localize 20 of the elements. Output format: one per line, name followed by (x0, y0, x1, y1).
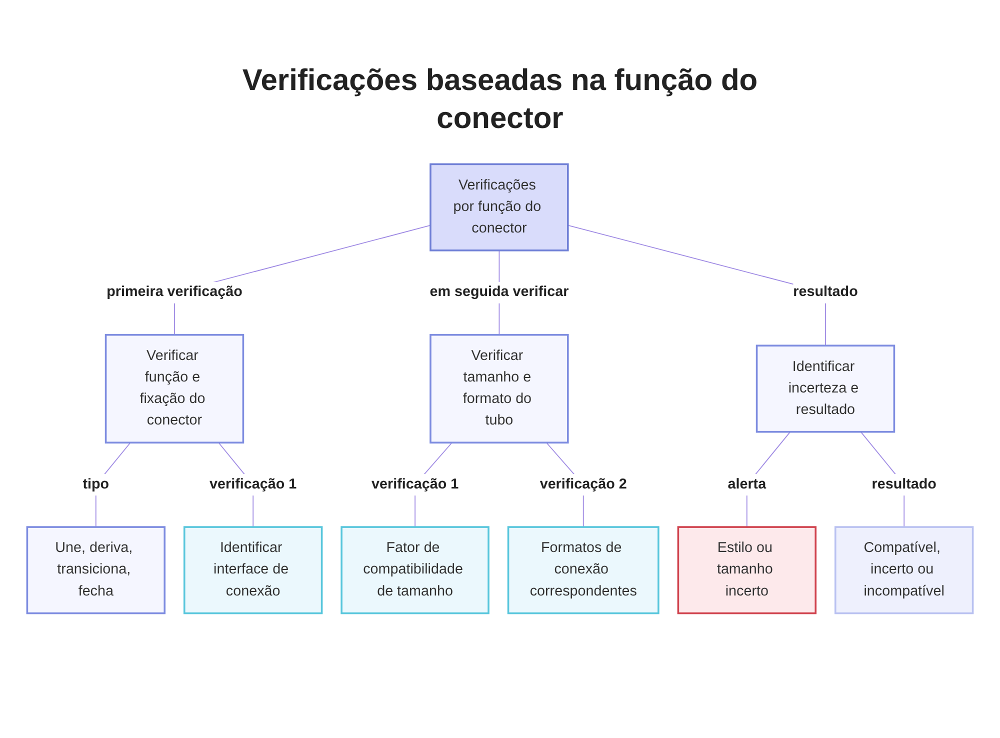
edge-label: verificação 1 (210, 474, 297, 496)
process-box: Formatos de conexão correspondentes (507, 526, 660, 614)
edge-label: em seguida verificar (430, 282, 569, 304)
process-box: Verificações por função do conector (430, 163, 569, 252)
edge-label: alerta (728, 474, 766, 496)
diagram-title: Verificações baseadas na função do conector (241, 63, 759, 136)
process-box: Identificar incerteza e resultado (756, 344, 896, 433)
process-box: Fator de compatibilidade de tamanho (340, 526, 490, 614)
process-box: Compatível, incerto ou incompatível (834, 526, 974, 614)
process-box: Verificar função e fixação do conector (104, 334, 244, 444)
process-box: Estilo ou tamanho incerto (677, 526, 817, 614)
process-box: Identificar interface de conexão (183, 526, 323, 614)
edge-label: primeira verificação (106, 282, 242, 304)
edge-label: verificação 1 (372, 474, 459, 496)
edge-label: resultado (793, 282, 858, 304)
edge-label: resultado (872, 474, 936, 496)
process-box: Une, deriva, transiciona, fecha (26, 526, 166, 614)
process-box: Verificar tamanho e formato do tubo (430, 334, 569, 444)
edge-label: verificação 2 (540, 474, 627, 496)
edge-label: tipo (82, 474, 110, 496)
